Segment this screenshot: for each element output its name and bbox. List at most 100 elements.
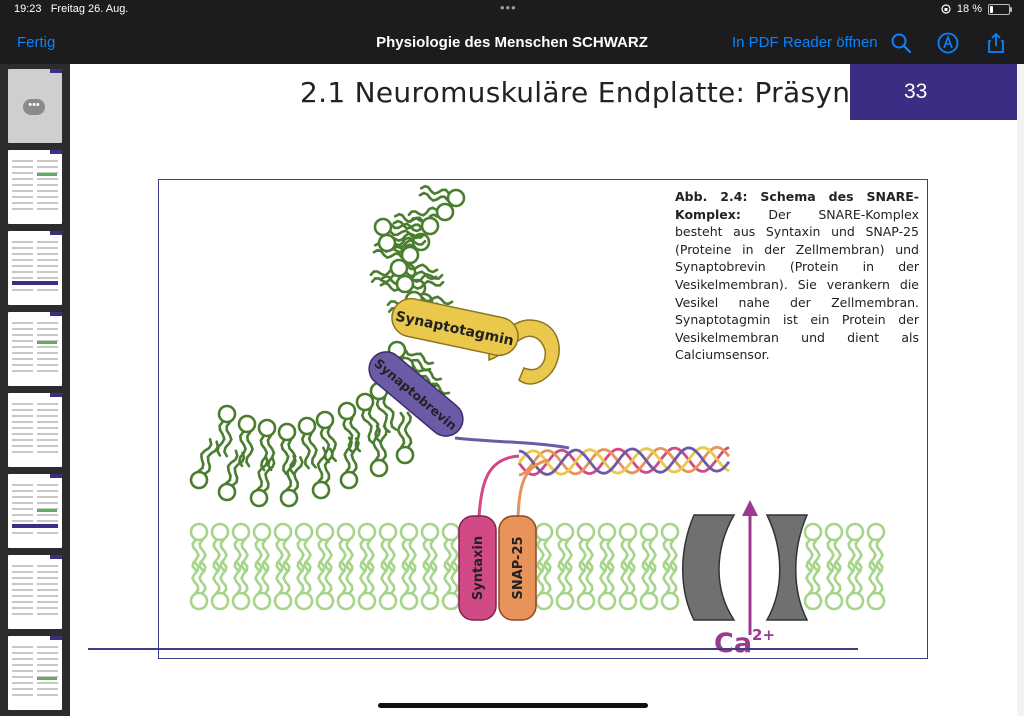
- home-indicator[interactable]: [378, 703, 648, 708]
- lipid-molecule: [315, 522, 335, 572]
- snare-complex-figure: Synaptotagmin Synaptobrevin Syntaxin SNA…: [158, 179, 928, 659]
- snap25-protein: SNAP-25: [498, 515, 537, 621]
- lipid-molecule: [252, 522, 272, 572]
- lipid-molecule: [273, 561, 293, 611]
- lipid-molecule: [339, 436, 360, 490]
- syntaxin-label: Syntaxin: [471, 536, 486, 600]
- lipid-molecule: [252, 561, 272, 611]
- lipid-molecule: [231, 522, 251, 572]
- page-thumbnail[interactable]: [8, 474, 62, 548]
- lipid-molecule: [373, 217, 423, 240]
- figure-caption: Abb. 2.4: Schema des SNARE-Komplex: Der …: [675, 188, 919, 364]
- lipid-molecule: [217, 449, 246, 502]
- lipid-molecule: [618, 561, 638, 611]
- page-thumbnail[interactable]: [8, 393, 62, 467]
- lipid-molecule: [441, 561, 461, 611]
- lipid-molecule: [441, 522, 461, 572]
- lipid-molecule: [803, 561, 823, 611]
- calcium-channel-right: [765, 514, 809, 621]
- calcium-channel-left: [682, 514, 736, 621]
- lipid-molecule: [210, 561, 230, 611]
- orientation-lock-icon: [941, 4, 951, 14]
- status-time-date: 19:23 Freitag 26. Aug.: [14, 3, 128, 15]
- page-thumbnail[interactable]: [8, 312, 62, 386]
- more-options-badge[interactable]: •••: [23, 99, 45, 115]
- lipid-molecule: [555, 561, 575, 611]
- lipid-molecule: [639, 561, 659, 611]
- lipid-molecule: [597, 561, 617, 611]
- status-date: Freitag 26. Aug.: [50, 3, 129, 15]
- syntaxin-protein: Syntaxin: [458, 515, 497, 621]
- multitasking-dots[interactable]: •••: [500, 0, 517, 15]
- caption-body: Der SNARE-Komplex besteht aus Syntaxin u…: [675, 206, 919, 363]
- lipid-molecule: [555, 522, 575, 572]
- page-bottom-rule: [88, 648, 858, 650]
- page-thumbnail[interactable]: [8, 150, 62, 224]
- lipid-molecule: [231, 561, 251, 611]
- page-thumbnail-sidebar: •••: [0, 64, 70, 716]
- vesicle-membrane-lipids: [189, 184, 466, 508]
- lipid-molecule: [257, 418, 277, 472]
- lipid-molecule: [618, 522, 638, 572]
- snap25-tail: [516, 458, 550, 519]
- search-icon[interactable]: [890, 32, 912, 54]
- calcium-label: Ca2+: [714, 626, 775, 657]
- page-edge: [1017, 64, 1024, 716]
- lipid-molecule: [392, 212, 440, 236]
- lipid-molecule: [297, 416, 318, 470]
- page-thumbnail[interactable]: [8, 231, 62, 305]
- share-icon[interactable]: [985, 32, 1007, 54]
- top-bar: 19:23 Freitag 26. Aug. ••• 18 % Fertig P…: [0, 0, 1024, 64]
- lipid-molecule: [824, 522, 844, 572]
- snare-complex-diagram: Synaptotagmin Synaptobrevin Syntaxin SNA…: [189, 184, 886, 657]
- lipid-molecule: [189, 522, 209, 572]
- lipid-molecule: [315, 561, 335, 611]
- lipid-molecule: [357, 561, 377, 611]
- lipid-molecule: [660, 522, 680, 572]
- lipid-molecule: [824, 561, 844, 611]
- lipid-molecule: [279, 454, 304, 508]
- lipid-molecule: [866, 561, 886, 611]
- page-thumbnail[interactable]: [8, 555, 62, 629]
- lipid-molecule: [377, 231, 427, 253]
- lipid-molecule: [336, 561, 356, 611]
- synaptotagmin-protein: Synaptotagmin: [391, 297, 519, 357]
- caption-title: Abb. 2.4: Schema des SNARE-Komplex:: [675, 189, 919, 222]
- battery-percent: 18 %: [956, 3, 982, 15]
- lipid-molecule: [399, 522, 419, 572]
- calcium-arrow-head: [742, 500, 758, 516]
- lipid-molecule: [357, 522, 377, 572]
- lipid-molecule: [399, 561, 419, 611]
- snare-helix-strand: [518, 446, 731, 476]
- lipid-molecule: [845, 561, 865, 611]
- snare-helices: [517, 445, 731, 477]
- lipid-molecule: [189, 561, 209, 611]
- lipid-molecule: [639, 522, 659, 572]
- page-number: 33: [904, 80, 928, 103]
- lipid-molecule: [277, 422, 297, 476]
- lipid-molecule: [237, 414, 257, 468]
- page-thumbnail[interactable]: [8, 636, 62, 710]
- page-number-box: [850, 64, 1017, 120]
- lipid-molecule: [418, 184, 466, 208]
- done-button[interactable]: Fertig: [17, 34, 56, 51]
- page-thumbnail[interactable]: •••: [8, 69, 62, 143]
- snap25-label: SNAP-25: [511, 536, 526, 599]
- synaptobrevin-tail: [454, 436, 570, 450]
- lipid-molecule: [294, 522, 314, 572]
- lipid-molecule: [189, 438, 220, 490]
- lipid-molecule: [597, 522, 617, 572]
- status-time: 19:23: [14, 3, 42, 15]
- lipid-molecule: [534, 522, 554, 572]
- syntaxin-tail: [477, 454, 520, 519]
- pdf-page: 2.1 Neuromuskuläre Endplatte: Präsynapse…: [70, 64, 1024, 716]
- lipid-molecule: [534, 561, 554, 611]
- open-in-pdf-reader-button[interactable]: In PDF Reader öffnen: [732, 34, 878, 51]
- lipid-molecule: [378, 522, 398, 572]
- lipid-molecule: [249, 455, 276, 508]
- page-heading: 2.1 Neuromuskuläre Endplatte: Präsynapse: [300, 76, 919, 109]
- lipid-molecule: [378, 561, 398, 611]
- lipid-molecule: [803, 522, 823, 572]
- lipid-molecule: [395, 272, 445, 294]
- markup-icon[interactable]: [937, 32, 959, 54]
